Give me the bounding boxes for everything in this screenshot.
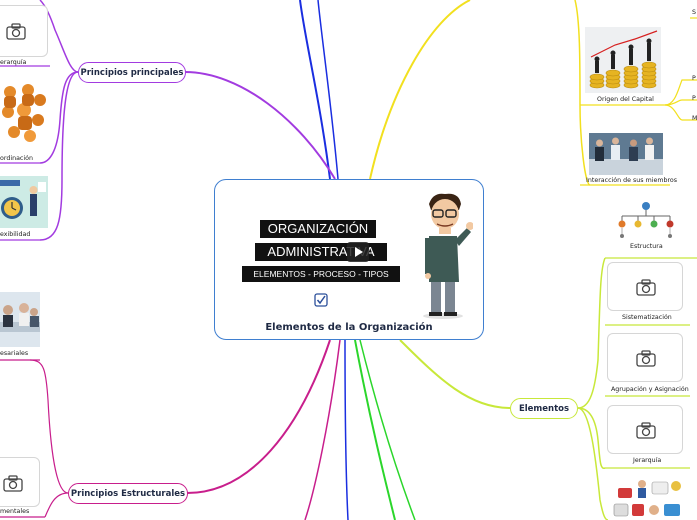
agrupacion-image-card[interactable] (607, 333, 683, 382)
edge-caption-s: S (692, 9, 696, 16)
branch-elementos[interactable]: Elementos (510, 398, 578, 419)
sistematizacion-caption: Sistematización (622, 314, 672, 321)
estructura-diagram-image (618, 202, 674, 238)
branch-principios-estructurales[interactable]: Principios Estructurales (68, 483, 188, 504)
camera-icon (636, 422, 656, 439)
camera-icon (636, 350, 656, 367)
edge-caption-p2: P (692, 95, 696, 102)
fundamentales-image-card[interactable] (0, 457, 40, 507)
estructura-caption: Estructura (630, 243, 663, 250)
coordinacion-caption: ordinación (0, 155, 33, 162)
edge-caption-p1: P (692, 75, 696, 82)
jerarquia-caption-left: erarquía (0, 59, 27, 66)
central-topic[interactable]: ORGANIZACIÓN ADMINISTRATIVA ELEMENTOS - … (214, 179, 484, 340)
video-thumbnail[interactable]: ORGANIZACIÓN ADMINISTRATIVA ELEMENTOS - … (227, 188, 473, 320)
thumbnail-line-3: ELEMENTOS - PROCESO - TIPOS (242, 266, 400, 282)
central-topic-title: Elementos de la Organización (265, 322, 433, 333)
teacher-character-illustration (423, 193, 473, 319)
thumbnail-line-1: ORGANIZACIÓN (260, 220, 376, 238)
branch-principios-principales[interactable]: Principios principales (78, 62, 186, 83)
jerarquia-caption-right: Jerarquía (633, 457, 662, 464)
interaccion-caption: Interacción de sus miembros (586, 177, 678, 184)
camera-icon (6, 23, 26, 40)
fundamentales-caption: mentales (0, 508, 30, 515)
origen-capital-image (585, 27, 661, 93)
origen-capital-caption: Origen del Capital (597, 96, 654, 103)
empresariales-image (0, 292, 40, 347)
edge-caption-m: M (692, 115, 697, 122)
checkmark-logo-icon (314, 293, 328, 307)
camera-icon (3, 475, 23, 492)
office-items-illustration (613, 480, 681, 517)
interaccion-image (589, 133, 663, 175)
camera-icon (636, 279, 656, 296)
jerarquia-image-card-right[interactable] (607, 405, 683, 454)
play-icon[interactable] (347, 242, 369, 262)
jerarquia-image-card[interactable] (0, 5, 48, 57)
coordinacion-image (0, 80, 46, 152)
flexibilidad-caption: exibilidad (0, 231, 31, 238)
sistematizacion-image-card[interactable] (607, 262, 683, 311)
flexibilidad-image (0, 176, 48, 228)
agrupacion-caption: Agrupación y Asignación (611, 386, 689, 393)
empresariales-caption: esariales (0, 350, 29, 357)
